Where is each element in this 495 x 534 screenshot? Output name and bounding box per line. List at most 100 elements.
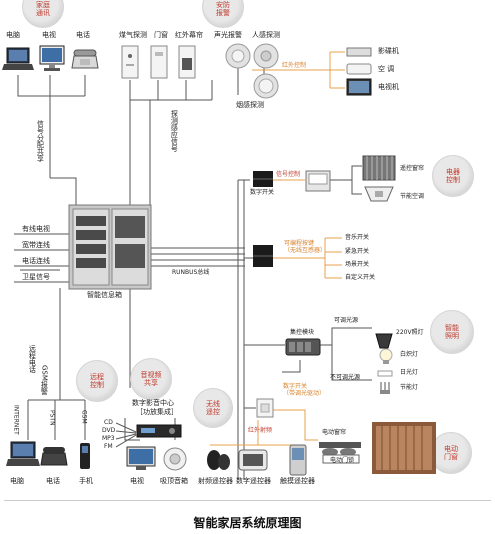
hub-name-label: 智能信息箱	[87, 291, 122, 299]
digital-switch-icon	[253, 171, 273, 187]
dimmer-switch-label: 数字开关（带调光驱动）	[283, 383, 326, 397]
energy-saving-label: 节能灯	[400, 384, 419, 391]
bottom-tv-icon	[126, 446, 156, 470]
bottom-mobile-label: 手机	[79, 477, 93, 485]
hub-input-cable-tv: 有线电视	[22, 225, 50, 233]
electric-lock-label: 电动门锁	[330, 457, 355, 464]
smart-lighting-bubble: 智能照明	[430, 310, 474, 354]
fluorescent-label: 日光灯	[400, 369, 419, 376]
remote-curtain-icon	[362, 155, 396, 181]
wireless-remote-bubble: 无线遥控	[193, 388, 233, 428]
central-module-label: 集控模块	[290, 329, 315, 336]
door-lock-frame-icon	[322, 454, 360, 464]
av-source-mp3: MP3	[102, 435, 115, 442]
air-conditioner-icon	[346, 63, 372, 75]
gsm-label: GSM	[80, 410, 88, 424]
touch-remote-label: 触摸遥控器	[280, 477, 315, 485]
energy-saving-lamp-icon	[380, 382, 390, 394]
hub-input-phone: 电话连线	[22, 257, 50, 265]
mobile-phone-icon	[80, 443, 90, 469]
pstn-label: PSTN	[48, 410, 56, 426]
av-source-dvd: DVD	[102, 427, 116, 434]
alarm-siren-icon	[225, 43, 251, 69]
remote-phone-label: 远程电话	[28, 345, 37, 373]
curtain-motor-icon	[319, 442, 361, 456]
bottom-laptop-icon	[6, 441, 40, 466]
rf-remote-icon	[207, 450, 230, 470]
runbus-label: RUNBUS总线	[172, 269, 210, 276]
bottom-computer-label: 电脑	[10, 477, 24, 485]
incandescent-bulb-icon	[379, 348, 393, 364]
bottom-phone-label: 电话	[46, 477, 60, 485]
dimmer-switch-icon	[256, 398, 274, 418]
dimmable-label: 可调光源	[334, 317, 359, 324]
av-source-fm: FM	[104, 443, 113, 450]
top-computer-label: 电脑	[6, 31, 20, 39]
human-sensor-label: 人感探测	[252, 31, 280, 39]
remote-curtain-label: 遥控窗帘	[400, 165, 425, 172]
top-phone-label: 电话	[76, 31, 90, 39]
ir-control-label: 红外控制	[282, 62, 307, 69]
digital-switch-label: 数字开关	[250, 189, 275, 196]
human-sensor-icon	[253, 43, 279, 69]
remote-control-bubble: 远程控制	[76, 360, 118, 402]
curtain-photo	[372, 422, 436, 474]
smoke-detector-label: 烟感探测	[236, 101, 264, 109]
internet-label: INTERNET	[12, 405, 20, 435]
ceiling-speaker-icon	[163, 447, 187, 471]
rf-label: 红外射频	[248, 427, 273, 434]
smoke-detector-icon	[253, 73, 279, 99]
desktop-monitor-icon	[39, 45, 65, 71]
av-source-lines	[116, 422, 137, 448]
door-sensor-icon	[150, 45, 168, 79]
digital-remote-icon	[238, 449, 268, 471]
digital-remote-label: 数字遥控器	[236, 477, 271, 485]
non-dimmable-label: 不可调光源	[330, 374, 361, 381]
gas-detector-label: 煤气探测	[119, 31, 147, 39]
top-tv-label: 电视	[42, 31, 56, 39]
signal-control-label: 信号控制	[276, 171, 301, 178]
central-module-icon	[285, 338, 321, 356]
fluorescent-lamp-icon	[377, 370, 393, 377]
custom-switch-label: 自定义开关	[345, 274, 376, 281]
scene-switch-label: 场景开关	[345, 261, 370, 268]
tv-set-label: 电视机	[378, 83, 399, 91]
gsm-alarm-label: GSM报警	[40, 365, 49, 395]
energy-ac-label: 节能空调	[400, 193, 425, 200]
dvd-player-icon	[346, 47, 372, 57]
desk-phone-icon	[71, 49, 99, 69]
motor-curtain-label: 电动窗帘	[322, 429, 347, 436]
bottom-phone-icon	[40, 447, 68, 466]
halogen-lamp-label: 220V照灯	[396, 329, 424, 336]
bottom-tv-label: 电视	[130, 477, 144, 485]
appliance-control-bubble: 电器控制	[432, 155, 474, 197]
ceiling-ac-icon	[364, 186, 394, 202]
infrared-curtain-label: 红外幕帘	[175, 31, 203, 39]
probe-signal-label: 探测感应信号	[170, 110, 179, 152]
halogen-lamp-icon	[375, 333, 393, 349]
music-switch-label: 音乐开关	[345, 234, 370, 241]
av-center-subtitle: ［功放集成］	[136, 408, 178, 416]
controller-panel-icon	[305, 170, 331, 192]
av-source-cd: CD	[104, 419, 113, 426]
ceiling-speaker-label: 吸顶音箱	[160, 477, 188, 485]
tv-set-icon	[346, 78, 372, 96]
scene-keypad-icon	[253, 245, 273, 267]
curtain-door-bubble: 电动门窗	[430, 432, 472, 474]
door-sensor-label: 门窗	[154, 31, 168, 39]
diagram-caption: 智能家居系统原理图	[193, 516, 302, 530]
av-amplifier-icon	[136, 424, 182, 438]
incandescent-label: 白炽灯	[400, 351, 419, 358]
dvd-player-label: 影碟机	[378, 47, 399, 55]
hub-input-broadband: 宽带连线	[22, 241, 50, 249]
hub-input-satellite: 卫星信号	[22, 273, 50, 281]
emergency-switch-label: 紧急开关	[345, 248, 370, 255]
infrared-sensor-icon	[178, 45, 196, 79]
laptop-icon	[2, 47, 34, 70]
hub-input-lines	[14, 233, 70, 283]
touch-remote-icon	[289, 444, 307, 476]
av-center-title: 数字影音中心	[132, 399, 174, 407]
sound-light-alarm-label: 声光报警	[214, 31, 242, 39]
rf-remote-label: 射频遥控器	[198, 477, 233, 485]
smart-info-box	[68, 204, 152, 290]
